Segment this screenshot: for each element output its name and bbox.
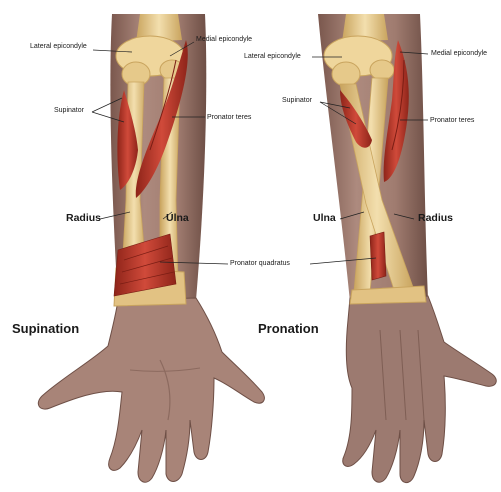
caption-pronation: Pronation (258, 322, 319, 335)
label-supinator-supination: Supinator (54, 107, 84, 114)
pronation-pronator-quadratus-muscle (370, 232, 386, 280)
pronation-hand (343, 296, 497, 483)
pronation-radial-head (332, 62, 360, 86)
label-medial-epicondyle-supination: Medial epicondyle (196, 36, 252, 43)
label-pronator-teres-supination: Pronator teres (207, 114, 251, 121)
label-ulna-supination: Ulna (166, 213, 189, 224)
pronation-forearm (318, 14, 496, 483)
label-medial-epicondyle-pronation: Medial epicondyle (431, 50, 487, 57)
pronation-ulna-head (370, 60, 394, 80)
label-radius-pronation: Radius (418, 213, 453, 224)
label-pronator-teres-pronation: Pronator teres (430, 117, 474, 124)
label-lateral-epicondyle-supination: Lateral epicondyle (30, 43, 87, 50)
label-supinator-pronation: Supinator (282, 97, 312, 104)
supination-forearm (38, 14, 264, 482)
label-ulna-pronation: Ulna (313, 213, 336, 224)
label-pronator-quadratus: Pronator quadratus (230, 260, 290, 267)
label-radius-supination: Radius (66, 213, 101, 224)
label-lateral-epicondyle-pronation: Lateral epicondyle (244, 53, 301, 60)
caption-supination: Supination (12, 322, 79, 335)
